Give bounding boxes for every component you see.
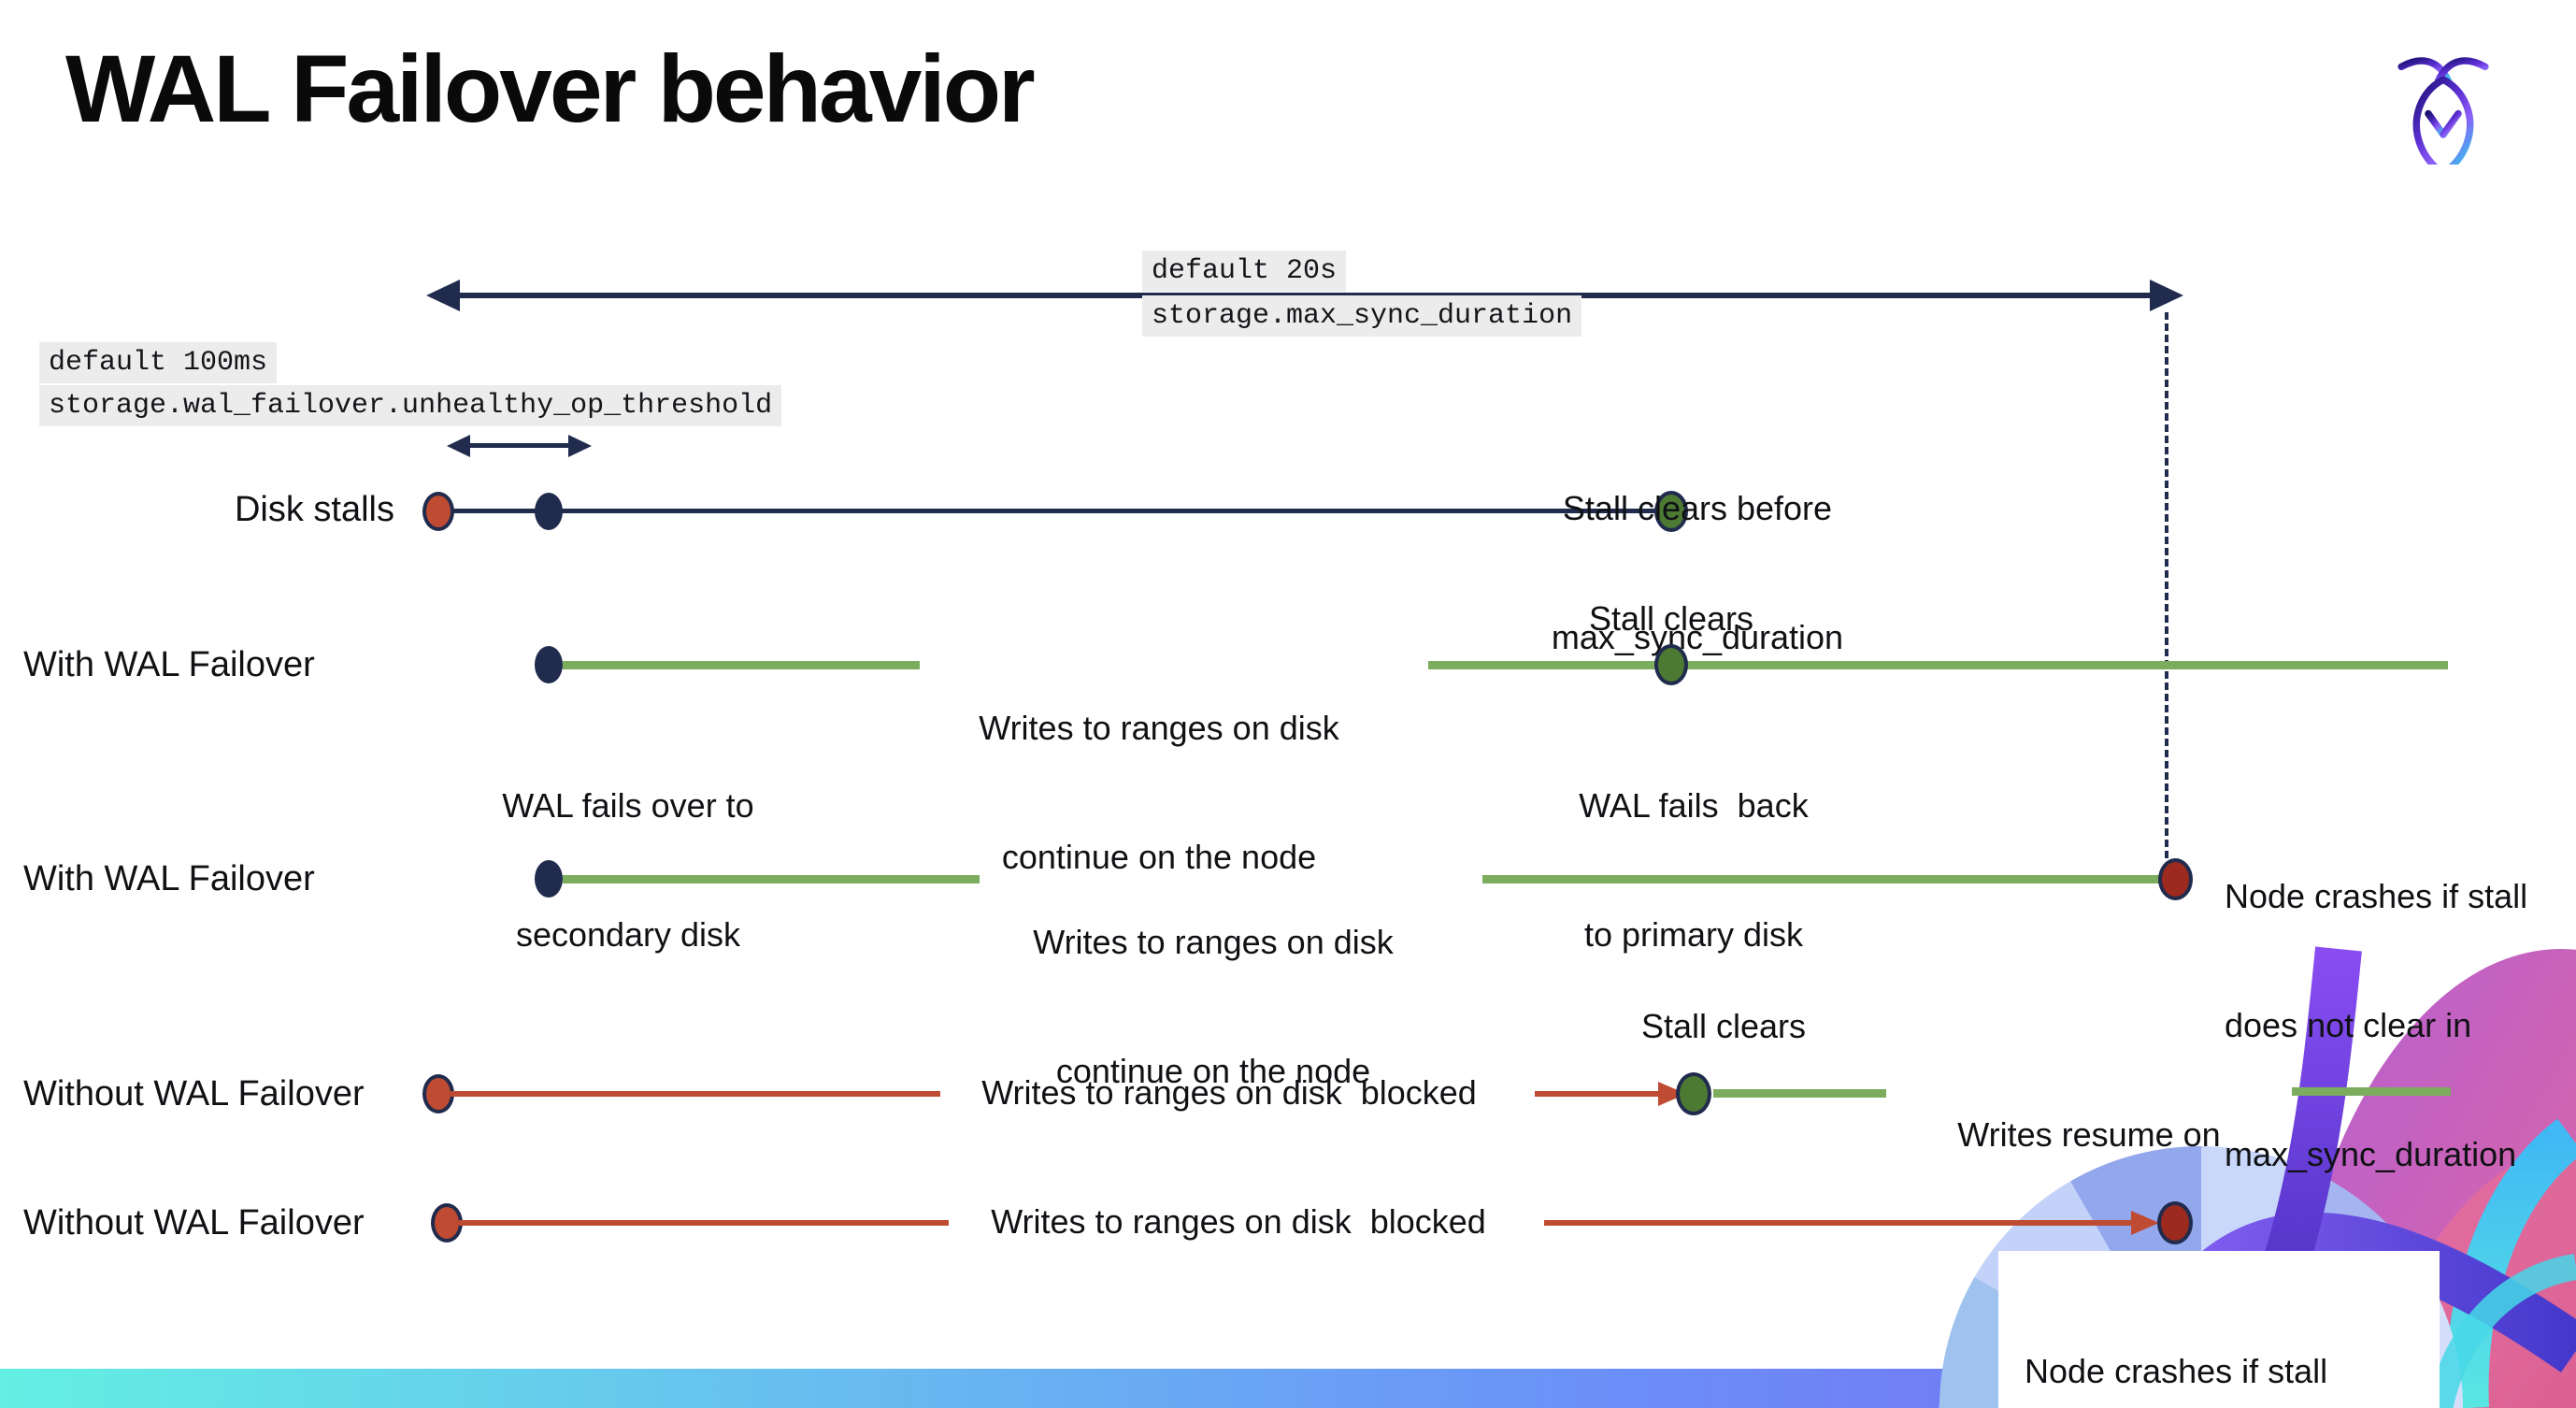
writes-resume-line-b [2292, 1087, 2451, 1096]
cockroachdb-logo-icon [2397, 57, 2489, 165]
failover-start-dot [535, 646, 563, 683]
threshold-arrowhead-right-icon [568, 435, 592, 457]
blocked-start-dot-1 [422, 1074, 454, 1113]
stall-clears-label-1: Stall clears [1588, 599, 1754, 638]
writes-continue-2-line-b [1482, 875, 2162, 884]
threshold-setting-badge: storage.wal_failover.unhealthy_op_thresh… [39, 385, 782, 426]
writes-continue-2-line-a [563, 875, 980, 884]
wal-fails-over-line1: WAL fails over to [502, 786, 754, 825]
writes-blocked-line-2 [459, 1220, 949, 1226]
writes-resume-line1: Writes resume on [1957, 1115, 2221, 1154]
wal-fails-back-line2: to primary disk [1583, 915, 1804, 954]
wal-fails-back-line1: WAL fails back [1579, 786, 1809, 825]
blocked-arrowhead-icon-2 [2131, 1211, 2159, 1235]
writes-continue-line-a [563, 661, 920, 669]
node-crash-dot-1 [2158, 858, 2193, 900]
node-crash-1-line3: max_sync_duration [2225, 1135, 2517, 1173]
stall-start-dot [422, 492, 454, 531]
writes-blocked-line-1 [451, 1091, 940, 1097]
max-sync-default-badge: default 20s [1142, 251, 1347, 292]
stall-clears-before-label: Stall clears before max_sync_duration [1486, 401, 1909, 745]
node-crash-dot-2 [2157, 1201, 2193, 1244]
writes-resume-line-a [1713, 1089, 1886, 1098]
writes-continue-2-line1: Writes to ranges on disk [1033, 923, 1394, 961]
node-crash-2-line1: Node crashes if stall [2025, 1352, 2328, 1390]
threshold-span-line [460, 443, 570, 448]
wal-fails-over-line2: secondary disk [515, 915, 741, 954]
node-crash-callout-box [1998, 1251, 2440, 1408]
writes-blocked-label-2: Writes to ranges on disk blocked [991, 1202, 1486, 1241]
stall-clears-label-2: Stall clears [1640, 1007, 1807, 1045]
row-label-with-wal-failover-2: With WAL Failover [23, 859, 315, 898]
writes-continue-label-2: Writes to ranges on disk continue on the… [987, 835, 1439, 1179]
writes-continue-2-line2: continue on the node [1055, 1052, 1371, 1090]
writes-continue-label-1: Writes to ranges on disk continue on the… [928, 621, 1390, 965]
row-label-disk-stalls: Disk stalls [234, 490, 394, 529]
failover-start-dot-2 [535, 860, 563, 898]
writes-blocked-label-1: Writes to ranges on disk blocked [981, 1073, 1477, 1112]
stall-clears-before-line1: Stall clears before [1562, 489, 1833, 527]
writes-continue-line-b [1428, 661, 2448, 669]
max-sync-setting-badge: storage.max_sync_duration [1142, 295, 1582, 337]
stall-clears-before-line2: max_sync_duration [1551, 618, 1844, 656]
blocked-start-dot-2 [431, 1203, 463, 1243]
node-crash-1-line1: Node crashes if stall [2225, 877, 2528, 915]
node-crash-1-line2: does not clear in [2225, 1006, 2472, 1044]
stall-clears-dot-2 [1676, 1072, 1711, 1115]
disk-stalls-timeline-line [438, 509, 1671, 513]
threshold-default-badge: default 100ms [39, 342, 278, 383]
node-crash-label-2: Node crashes if stall does not clear in … [2025, 1264, 2426, 1408]
failback-dot [1654, 644, 1688, 685]
max-sync-deadline-dashed-line [2165, 312, 2168, 858]
threshold-reached-dot [535, 493, 563, 530]
row-label-without-wal-failover-2: Without WAL Failover [23, 1203, 365, 1243]
row-label-without-wal-failover-1: Without WAL Failover [23, 1074, 365, 1113]
arrowhead-right-icon [2150, 280, 2183, 311]
wal-fails-back-label: WAL fails back to primary disk [1505, 698, 1882, 1042]
threshold-arrowhead-left-icon [447, 435, 470, 457]
writes-blocked-arrow-line-1 [1535, 1091, 1660, 1097]
writes-continue-1-line1: Writes to ranges on disk [979, 709, 1339, 747]
page-title: WAL Failover behavior [65, 36, 1036, 142]
stall-clears-dot [1654, 491, 1688, 532]
writes-blocked-arrow-line-2 [1544, 1220, 2133, 1226]
writes-continue-1-line2: continue on the node [1001, 838, 1317, 876]
row-label-with-wal-failover-1: With WAL Failover [23, 645, 315, 684]
arrowhead-left-icon [426, 280, 460, 311]
wal-fails-over-label: WAL fails over to secondary disk [439, 698, 817, 1042]
node-crash-label-1: Node crashes if stall does not clear in … [2225, 789, 2570, 1262]
